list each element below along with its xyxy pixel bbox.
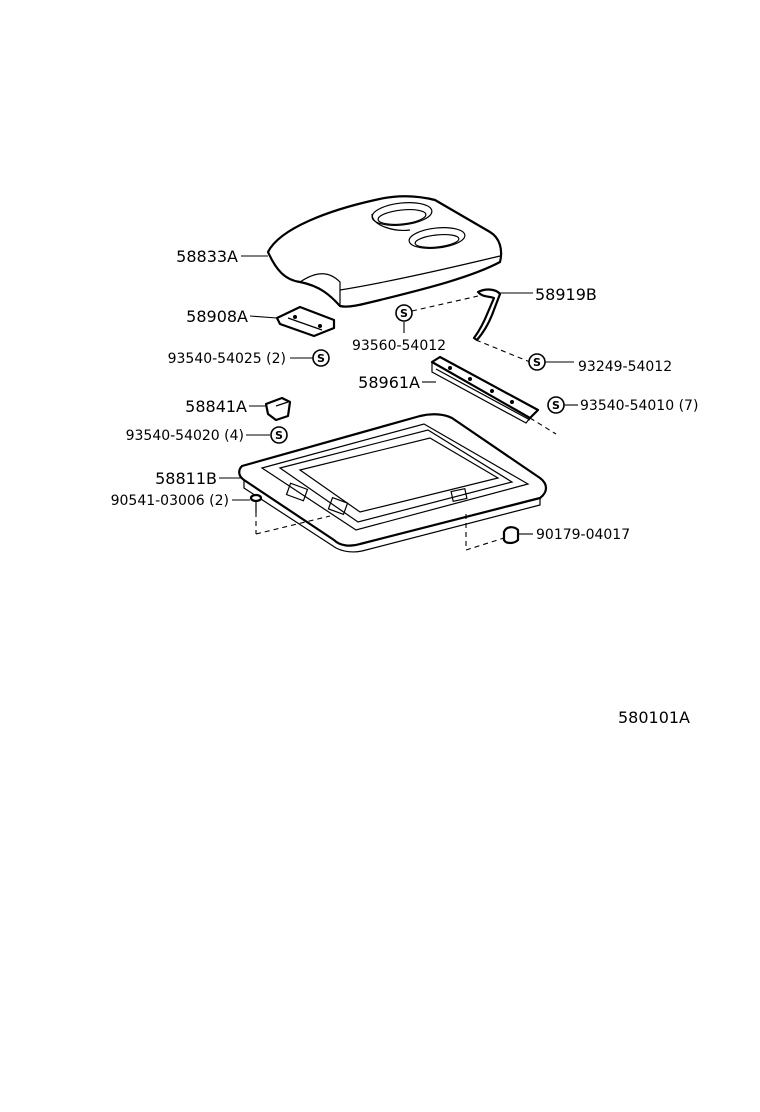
- s-symbol-93540-54025: S: [312, 349, 330, 367]
- s-symbol-93540-54020: S: [270, 426, 288, 444]
- label-58908a[interactable]: 58908A: [186, 307, 248, 326]
- figure-code: 580101A: [618, 708, 690, 727]
- leader-lines: [219, 255, 578, 535]
- strap-58919b[interactable]: [472, 288, 502, 342]
- label-93249-54012[interactable]: 93249-54012: [578, 359, 672, 375]
- lid-58833a[interactable]: [266, 195, 503, 308]
- svg-text:S: S: [317, 352, 325, 365]
- rail-58961a[interactable]: [430, 355, 540, 424]
- svg-text:S: S: [400, 307, 408, 320]
- label-58833a[interactable]: 58833A: [176, 247, 238, 266]
- label-93540-54010[interactable]: 93540-54010 (7): [580, 398, 698, 414]
- svg-text:S: S: [552, 399, 560, 412]
- s-symbol-93249: S: [528, 353, 546, 371]
- bracket-58908a[interactable]: [275, 305, 336, 338]
- screw-90541[interactable]: [249, 493, 263, 512]
- label-58841a[interactable]: 58841A: [185, 397, 247, 416]
- label-90179-04017[interactable]: 90179-04017: [536, 527, 630, 543]
- label-58811b[interactable]: 58811B: [155, 469, 217, 488]
- svg-text:S: S: [275, 429, 283, 442]
- label-58961a[interactable]: 58961A: [358, 373, 420, 392]
- label-93540-54025[interactable]: 93540-54025 (2): [168, 351, 286, 367]
- svg-text:S: S: [533, 356, 541, 369]
- nut-90179[interactable]: [502, 526, 520, 545]
- frame-58811b[interactable]: [238, 413, 548, 553]
- label-93540-54020[interactable]: 93540-54020 (4): [126, 428, 244, 444]
- label-58919b[interactable]: 58919B: [535, 285, 597, 304]
- clip-58841a[interactable]: [264, 396, 292, 422]
- s-symbol-93560: S: [395, 304, 413, 322]
- assembly-lines: [255, 295, 557, 551]
- label-90541-03006[interactable]: 90541-03006 (2): [111, 493, 229, 509]
- s-symbol-93540-54010: S: [547, 396, 565, 414]
- label-93560-54012[interactable]: 93560-54012: [352, 338, 446, 354]
